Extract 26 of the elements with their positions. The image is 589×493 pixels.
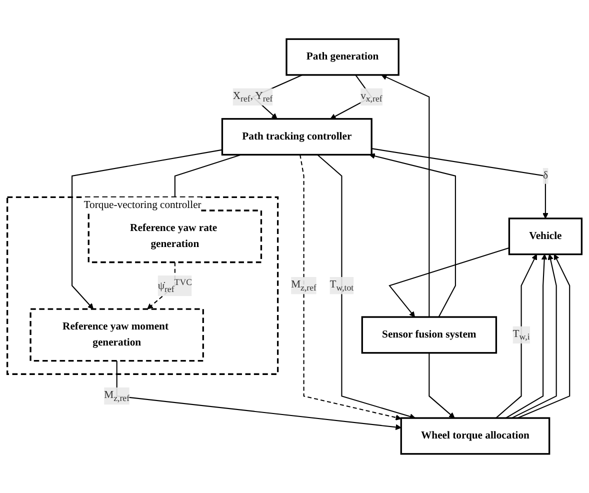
node-box: Wheel torque allocation bbox=[400, 417, 550, 455]
node-box: Path tracking controller bbox=[221, 118, 372, 156]
arrow bbox=[517, 254, 570, 419]
arrow bbox=[369, 153, 456, 318]
arrow bbox=[511, 254, 557, 419]
arrow bbox=[116, 360, 402, 430]
edge-label: δ bbox=[542, 170, 548, 182]
edge-label: M$_{z,ref}$ bbox=[104, 389, 130, 403]
arrow bbox=[505, 254, 548, 418]
edge-label: T$_{w,i}$ bbox=[512, 328, 530, 342]
node-box: Sensor fusion system bbox=[361, 316, 498, 354]
arrow bbox=[372, 148, 548, 219]
arrow bbox=[388, 247, 510, 318]
node-box: Reference yaw rate generation bbox=[88, 210, 262, 264]
arrow bbox=[496, 254, 537, 418]
arrow bbox=[381, 74, 430, 318]
arrow bbox=[317, 154, 416, 420]
edge-label: M$_{z,ref}$ bbox=[291, 278, 317, 292]
arrow bbox=[428, 352, 455, 418]
edge-label: v$_{x,ref}$ bbox=[360, 90, 382, 104]
node-box: Path generation bbox=[286, 38, 400, 76]
arrow bbox=[300, 154, 402, 420]
edge-label: T$_{w,tot}$ bbox=[330, 278, 354, 292]
node-box: Reference yaw moment generation bbox=[30, 308, 204, 362]
node-box: Vehicle bbox=[508, 218, 583, 256]
edge-label: X$_{ref}$, Y$_{ref}$ bbox=[232, 90, 273, 104]
